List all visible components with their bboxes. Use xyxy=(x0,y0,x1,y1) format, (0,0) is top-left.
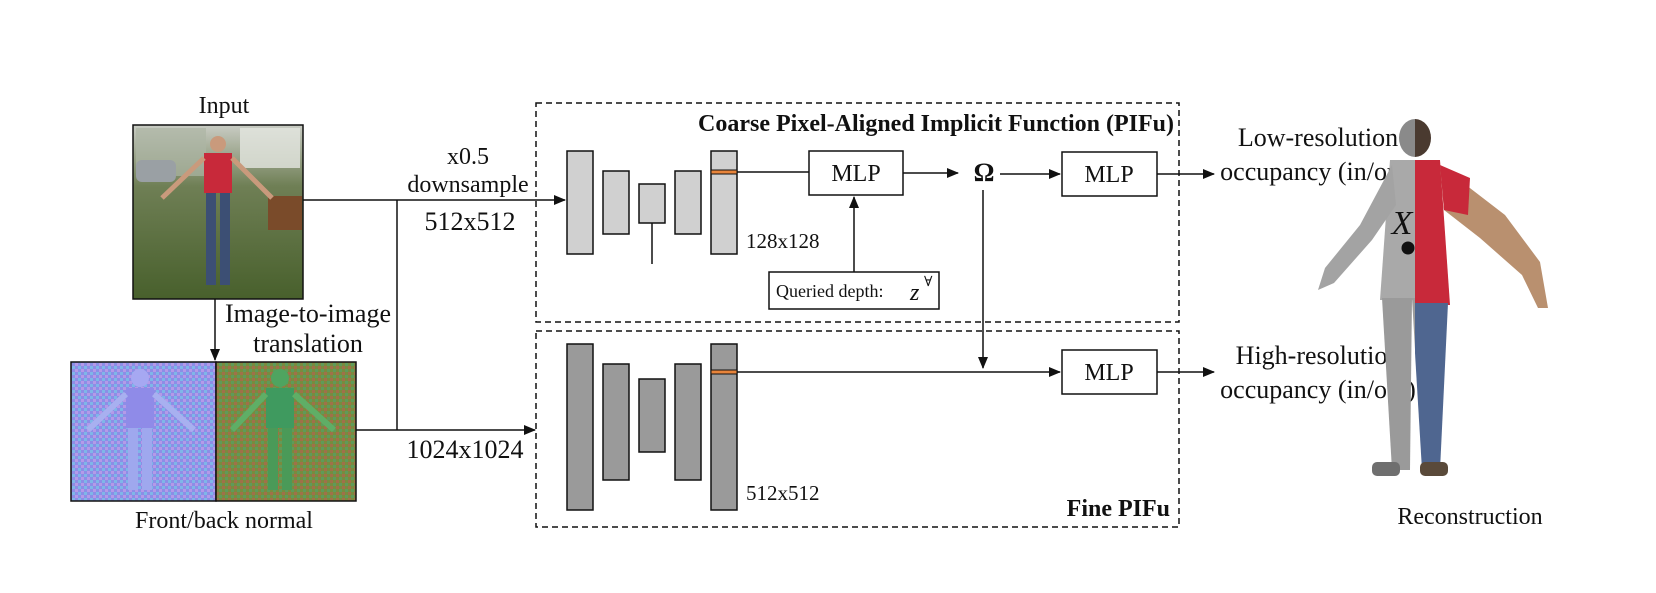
z-superscript: ∀ xyxy=(924,275,933,290)
coarse-mlp-box xyxy=(808,150,904,196)
fine-block-2 xyxy=(602,363,630,481)
coarse-block-4 xyxy=(674,170,702,235)
fine-pifu-title: Fine PIFu xyxy=(1067,496,1170,522)
high-res-mlp-label: MLP xyxy=(1084,360,1133,386)
low-res-label-line2: occupancy (in/out) xyxy=(1220,157,1416,186)
coarse-block-1 xyxy=(566,150,594,255)
front-normal-map xyxy=(70,361,217,502)
fine-pifu-box xyxy=(535,330,1180,528)
fine-block-3 xyxy=(638,378,666,453)
coarse-feature-stripe xyxy=(710,169,738,175)
high-res-label-line2: occupancy (in/out) xyxy=(1220,375,1416,404)
high-res-label-line1: High-resolution xyxy=(1236,341,1401,370)
coarse-block-5 xyxy=(710,150,738,255)
res-512-feat-label: 512x512 xyxy=(746,481,820,505)
low-res-mlp-box xyxy=(1061,151,1158,197)
omega-symbol: Ω xyxy=(974,158,995,187)
queried-depth-box xyxy=(768,271,940,310)
coarse-block-3 xyxy=(638,183,666,224)
back-normal-map xyxy=(215,361,357,502)
res-128-feat-label: 128x128 xyxy=(746,229,820,253)
img2img-label-line1: Image-to-image xyxy=(225,299,391,328)
downsample-factor-label: x0.5 xyxy=(447,144,489,170)
img2img-label-line2: translation xyxy=(253,329,363,358)
downsample-label: downsample xyxy=(407,172,528,198)
fine-block-5 xyxy=(710,343,738,511)
front-back-normal-label: Front/back normal xyxy=(135,508,313,534)
res-512-label: 512x512 xyxy=(425,207,516,236)
queried-depth-label: Queried depth: xyxy=(776,281,883,301)
z-symbol: z xyxy=(909,280,920,306)
fine-encoder xyxy=(566,343,738,511)
input-photo xyxy=(132,124,304,300)
coarse-encoder xyxy=(566,150,738,264)
res-1024-label: 1024x1024 xyxy=(407,435,524,464)
input-label: Input xyxy=(199,93,250,119)
coarse-pifu-box xyxy=(535,102,1180,323)
low-res-mlp-label: MLP xyxy=(1084,162,1133,188)
coarse-mlp-label: MLP xyxy=(831,161,880,187)
low-res-label-line1: Low-resolution xyxy=(1238,123,1398,152)
query-point-marker xyxy=(1401,241,1415,255)
fine-feature-stripe xyxy=(710,369,738,375)
point-x-label: X xyxy=(1390,205,1414,242)
coarse-block-2 xyxy=(602,170,630,235)
reconstruction-label: Reconstruction xyxy=(1397,504,1542,530)
reconstruction-figure xyxy=(1318,119,1548,476)
fine-block-1 xyxy=(566,343,594,511)
fine-block-4 xyxy=(674,363,702,481)
coarse-pifu-title: Coarse Pixel-Aligned Implicit Function (… xyxy=(698,111,1174,137)
